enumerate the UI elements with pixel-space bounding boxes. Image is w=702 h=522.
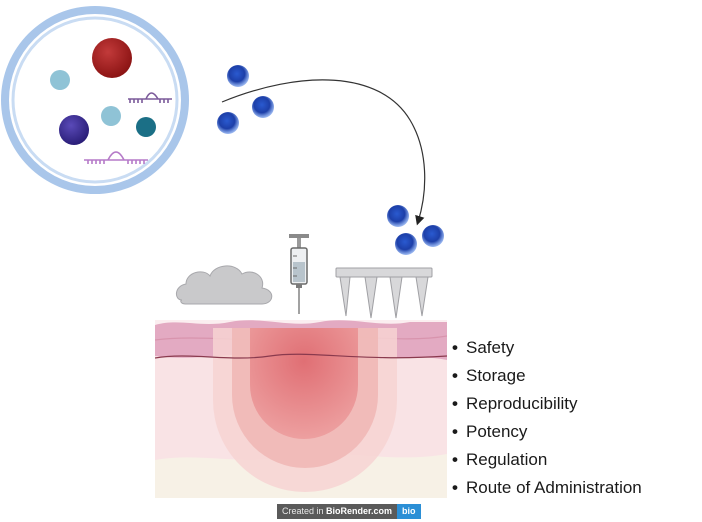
cargo-teal-sphere [136, 117, 156, 137]
nanoparticle [387, 205, 409, 227]
dermal-junction-line [155, 353, 447, 359]
list-item-label: Route of Administration [466, 478, 642, 497]
cargo-light-blue-sphere [50, 70, 70, 90]
microneedle-patch-icon [335, 267, 433, 319]
list-item-label: Safety [466, 338, 515, 357]
list-item-label: Reproducibility [466, 394, 578, 413]
cloud-icon [176, 265, 273, 305]
bullet-icon: • [452, 450, 458, 469]
lipid-vesicle [1, 6, 189, 194]
list-item: • Safety [452, 334, 642, 362]
released-nanoparticles [217, 65, 274, 134]
curved-arrow [221, 79, 426, 226]
watermark-prefix: Created in [282, 506, 327, 516]
skin-cross-section [155, 320, 447, 498]
bullet-icon: • [452, 478, 458, 497]
nanoparticle [252, 96, 274, 118]
bullet-icon: • [452, 366, 458, 385]
rna-strand [128, 92, 172, 103]
requirements-list: • Safety • Storage • Reproducibility • Poten… [452, 334, 642, 502]
delivered-nanoparticles [387, 205, 444, 255]
nanoparticle [422, 225, 444, 247]
watermark-brand: BioRender.com [326, 506, 393, 516]
bullet-icon: • [452, 422, 458, 441]
nanoparticle [217, 112, 239, 134]
list-item: • Reproducibility [452, 390, 642, 418]
watermark-logo: bio [397, 504, 421, 519]
bullet-icon: • [452, 338, 458, 357]
diffusion-zone-core [250, 328, 358, 439]
list-item: • Route of Administration [452, 474, 642, 502]
list-item-label: Storage [466, 366, 526, 385]
cargo-purple-sphere [59, 115, 89, 145]
nanoparticle [395, 233, 417, 255]
biorender-watermark: Created in BioRender.com bio [277, 504, 421, 519]
list-item-label: Potency [466, 422, 528, 441]
list-item-label: Regulation [466, 450, 548, 469]
nanoparticle [227, 65, 249, 87]
rna-strand [84, 151, 148, 164]
list-item: • Potency [452, 418, 642, 446]
list-item: • Regulation [452, 446, 642, 474]
cargo-light-blue-sphere [101, 106, 121, 126]
list-item: • Storage [452, 362, 642, 390]
syringe-icon [289, 234, 309, 314]
vesicle-lumen [11, 16, 179, 184]
watermark-text: Created in BioRender.com [277, 504, 398, 519]
bullet-icon: • [452, 394, 458, 413]
cargo-red-sphere [92, 38, 132, 78]
